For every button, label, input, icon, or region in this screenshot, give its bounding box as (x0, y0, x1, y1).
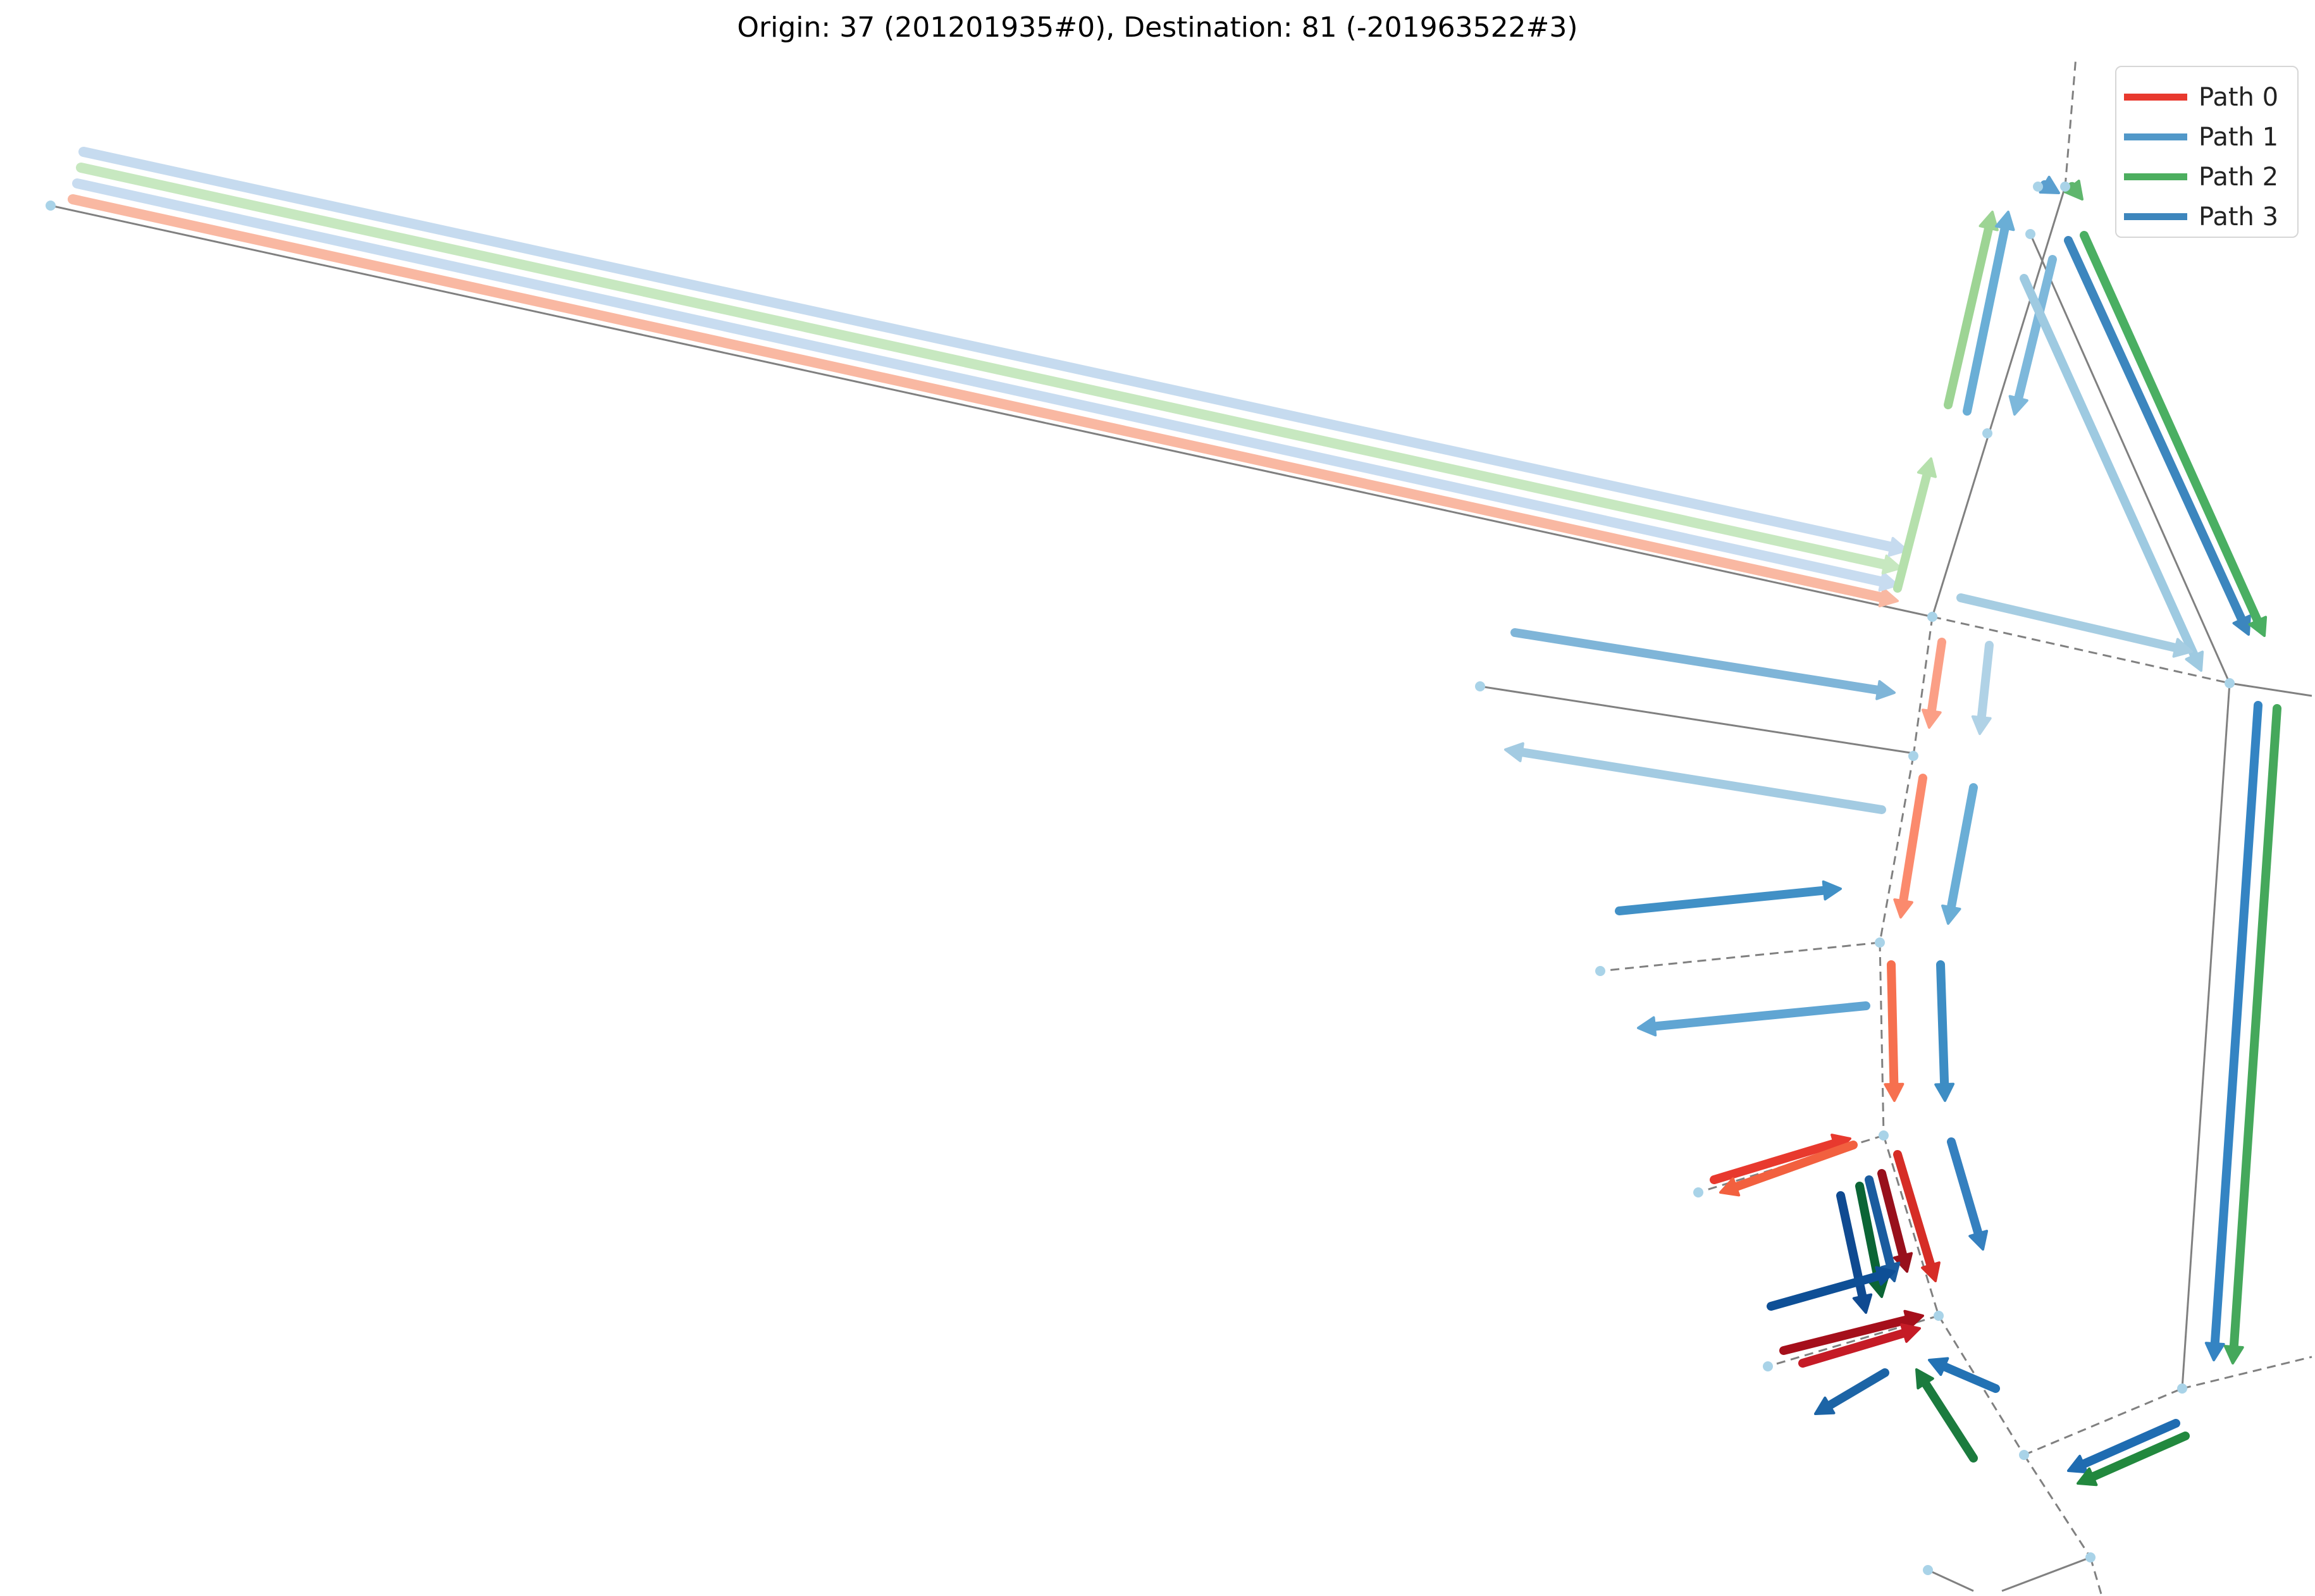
path-arrow (1884, 960, 1904, 1102)
legend-swatch-path-2 (2124, 173, 2187, 180)
road-node (1475, 681, 1485, 691)
road-node (2033, 182, 2043, 192)
road-segment (1600, 941, 1880, 972)
path-arrows (68, 147, 2281, 1487)
path-arrow (1922, 638, 1946, 729)
road-segment (1879, 942, 1885, 1136)
path-arrow (1893, 457, 1937, 593)
road-segment (50, 204, 1933, 618)
road-segment (2001, 1556, 2091, 1592)
path-arrow (2204, 701, 2263, 1361)
road-node (1595, 966, 1605, 976)
legend: Path 0 Path 1 Path 2 Path 3 (2115, 66, 2299, 238)
path-arrow (1944, 211, 1999, 409)
road-node (2225, 678, 2235, 688)
road-segment (2023, 1454, 2092, 1558)
road-segment (2182, 1356, 2312, 1390)
path-arrow (1893, 774, 1927, 919)
path-arrow (68, 194, 1899, 608)
road-node (1934, 1311, 1944, 1321)
road-segment (1879, 755, 1915, 943)
road-node (1875, 937, 1885, 948)
road-nodes (46, 182, 2235, 1575)
path-arrow (2039, 175, 2060, 194)
path-arrow (2223, 704, 2281, 1364)
legend-swatch-path-1 (2124, 133, 2187, 140)
path-arrow (2008, 255, 2057, 416)
road-segment (2064, 56, 2077, 187)
road-node (1763, 1361, 1773, 1371)
path-arrow (1893, 1150, 1941, 1282)
road-node (1879, 1130, 1889, 1141)
road-node (1693, 1187, 1703, 1197)
road-segment (1937, 1315, 2025, 1456)
path-arrow (1956, 593, 2193, 658)
path-arrow (2077, 1432, 2190, 1487)
path-arrow (72, 178, 1899, 592)
legend-label-path-3: Path 3 (2199, 202, 2279, 232)
figure-title: Origin: 37 (201201935#0), Destination: 8… (737, 11, 1578, 44)
legend-label-path-0: Path 0 (2199, 83, 2279, 112)
road-segment (1932, 616, 2230, 684)
road-segment (2029, 233, 2231, 684)
path-arrow (1934, 960, 1955, 1102)
road-segment (1912, 616, 1934, 757)
road-node (1923, 1565, 1933, 1575)
path-arrow (1877, 1169, 1913, 1273)
path-arrow (2020, 274, 2204, 672)
path-arrow (1767, 1266, 1896, 1311)
road-segment (1931, 186, 2066, 617)
legend-item-path-1: Path 1 (2116, 118, 2300, 156)
path-arrow (1963, 211, 2015, 416)
road-node (2019, 1450, 2029, 1460)
path-arrow (1510, 628, 1896, 700)
path-arrow (1915, 1368, 1978, 1463)
road-node (46, 201, 56, 211)
path-arrow (1947, 1137, 1989, 1251)
road-segment (2089, 1557, 2102, 1595)
path-arrow (1941, 783, 1978, 925)
path-arrow (1971, 641, 1994, 735)
road-segment (1927, 1569, 1974, 1592)
path-arrow (1798, 1323, 1921, 1368)
path-arrow (2063, 180, 2084, 201)
path-arrow (1814, 1368, 1889, 1415)
path-arrow (1719, 1141, 1858, 1197)
path-arrow (1779, 1309, 1924, 1355)
legend-item-path-3: Path 3 (2116, 198, 2300, 236)
road-node (2085, 1552, 2096, 1562)
road-segment (2229, 682, 2312, 697)
road-node (2025, 229, 2035, 239)
road-node (1982, 428, 1992, 438)
path-arrow (2080, 231, 2268, 637)
path-arrow (2067, 1419, 2180, 1474)
road-node (1927, 612, 1937, 622)
path-arrow (1928, 1357, 2000, 1393)
legend-swatch-path-0 (2124, 94, 2187, 101)
road-node (1908, 751, 1918, 761)
road-segment (2181, 683, 2231, 1389)
legend-item-path-0: Path 0 (2116, 78, 2300, 116)
road-segment (1882, 1135, 1940, 1316)
legend-label-path-1: Path 1 (2199, 123, 2279, 152)
road-segment (1479, 685, 1911, 754)
path-arrow (78, 147, 1908, 557)
path-arrow (76, 163, 1902, 575)
path-arrow (1504, 742, 1886, 814)
legend-item-path-2: Path 2 (2116, 158, 2300, 196)
legend-swatch-path-3 (2124, 213, 2187, 220)
legend-label-path-2: Path 2 (2199, 163, 2279, 192)
road-node (2177, 1383, 2187, 1394)
path-arrow (1637, 1001, 1870, 1037)
road-node (2060, 182, 2070, 192)
path-arrow (1615, 880, 1842, 915)
